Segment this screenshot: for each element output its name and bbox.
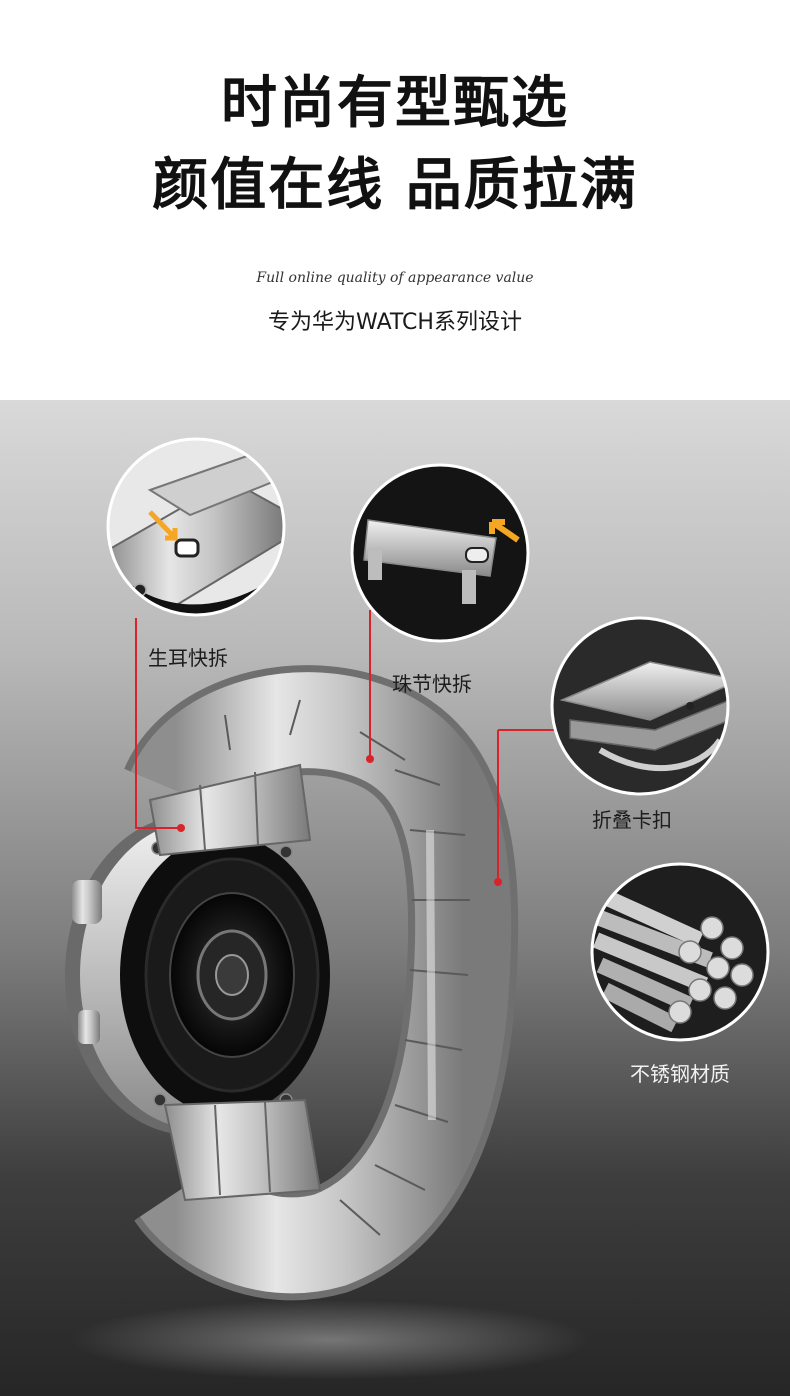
callout-label-quick-release-pin: 生耳快拆 (148, 646, 228, 670)
headline-line-1: 时尚有型甄选 (221, 71, 569, 136)
callout-label-folding-clasp: 折叠卡扣 (592, 808, 672, 832)
watch-illustration (65, 437, 770, 1380)
quick-release-pin-icon (108, 439, 284, 615)
link-release-icon (352, 465, 528, 641)
headline-line-2: 颜值在线 品质拉满 (152, 153, 638, 218)
product-scene: 生耳快拆 珠节快拆 折叠卡扣 不锈钢材质 (0, 400, 790, 1396)
english-script-tagline: Full online quality of appearance value (256, 270, 534, 286)
callout-label-link-release: 珠节快拆 (392, 672, 472, 696)
folding-clasp-icon (552, 618, 728, 794)
steel-rods-icon (592, 864, 768, 1040)
callout-label-stainless-steel: 不锈钢材质 (630, 1062, 730, 1086)
compatibility-subtitle: 专为华为WATCH系列设计 (268, 310, 522, 335)
header-section: 时尚有型甄选 颜值在线 品质拉满 Full online quality of … (0, 0, 790, 400)
